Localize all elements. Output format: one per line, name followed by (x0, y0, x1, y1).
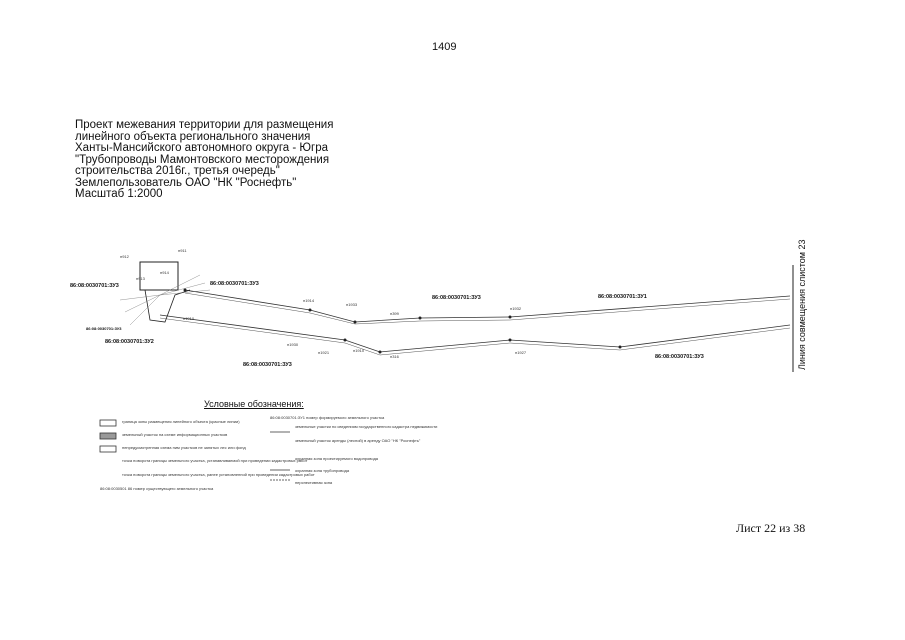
parcel-label: 86:08:0030701:ЗУ3 (210, 281, 259, 287)
point-label: н1910 (353, 348, 365, 353)
parcel-label: 86:08:0030701:ЗУ3 (432, 295, 481, 301)
sheet-label: Лист 22 из 38 (736, 521, 806, 535)
title-line: строительства 2016г., третья очередь" (75, 165, 280, 177)
legend-title: Условные обозначения: (204, 399, 304, 409)
point-label: н1930 (287, 342, 299, 347)
point-label: н1932 (510, 306, 522, 311)
legend-item: граница зоны размещения линейного объект… (122, 419, 240, 424)
title-line: "Трубопроводы Мамонтовского месторождени… (75, 153, 330, 166)
alignment-line-label: Линия совмещения слистом 23 (797, 239, 807, 370)
legend-item: земельный участок аренды (лесной) в арен… (295, 438, 421, 443)
point-label: н1914 (303, 298, 315, 303)
title-line: Землепользователь ОАО "НК "Роснефть" (75, 176, 297, 189)
legend-item: охранная зона трубопровода (295, 468, 350, 473)
pipeline-upper (184, 289, 791, 323)
point-label: н399 (390, 311, 400, 316)
pipeline-lower (159, 314, 791, 353)
point-label: н911 (178, 248, 187, 253)
legend-item: перспективная зона (295, 480, 333, 485)
pipeline-upper-2 (184, 292, 791, 325)
point-label: н913 (136, 276, 146, 281)
points (183, 288, 622, 354)
pipeline-lower-2 (159, 317, 791, 356)
point-label: н1910 (183, 316, 195, 321)
legend-symbols (99, 419, 290, 481)
title-line: линейного объекта регионального значения (75, 130, 311, 143)
parcel-label: 86:08:0030701:ЗУ3 (70, 283, 119, 289)
page-number: 1409 (432, 41, 457, 53)
parcel-outline (144, 289, 191, 323)
legend-item: точка поворота границы земельного участк… (122, 472, 315, 477)
point-label: н1921 (318, 350, 330, 355)
legend-item: 86:08:0030701:ЗУ1 номер формируемого зем… (270, 415, 385, 420)
title-line: Ханты-Мансийского автономного округа - Ю… (75, 142, 328, 154)
parcel-label: 86:08:0030701:ЗУ1 (598, 294, 647, 300)
radiating-lines (119, 274, 211, 326)
parcel-label: 86:08:0030701:ЗУ2 (105, 339, 154, 345)
parcel-label: 86:08:0030701:ЗУ3 (86, 326, 122, 331)
point-label: н316 (390, 354, 400, 359)
title-line: Проект межевания территории для размещен… (75, 119, 334, 131)
point-label: н912 (120, 254, 130, 259)
legend-item: непредусмотренная схема ним участков не … (122, 445, 246, 450)
title-line: Масштаб 1:2000 (75, 188, 163, 200)
parcel-label: 86:08:0030701:ЗУ3 (655, 354, 704, 360)
point-label: н914 (160, 270, 170, 275)
legend-item: точка поворота границы земельного участк… (122, 458, 308, 463)
point-label: н1933 (346, 302, 358, 307)
legend-item: 86:08:0030501 86 номер существующего зем… (100, 486, 214, 491)
legend-item: земельный участок на схеме информационны… (122, 432, 228, 437)
legend-item: охранная зона проектируемого водопровода (295, 456, 379, 461)
document-title: Проект межевания территории для размещен… (75, 119, 395, 201)
legend-item: земельные участки по сведениям государст… (295, 424, 438, 429)
point-label: н1927 (515, 350, 527, 355)
parcel-label: 86:08:0030701:ЗУ3 (243, 362, 292, 368)
parcel-rect (139, 261, 179, 291)
